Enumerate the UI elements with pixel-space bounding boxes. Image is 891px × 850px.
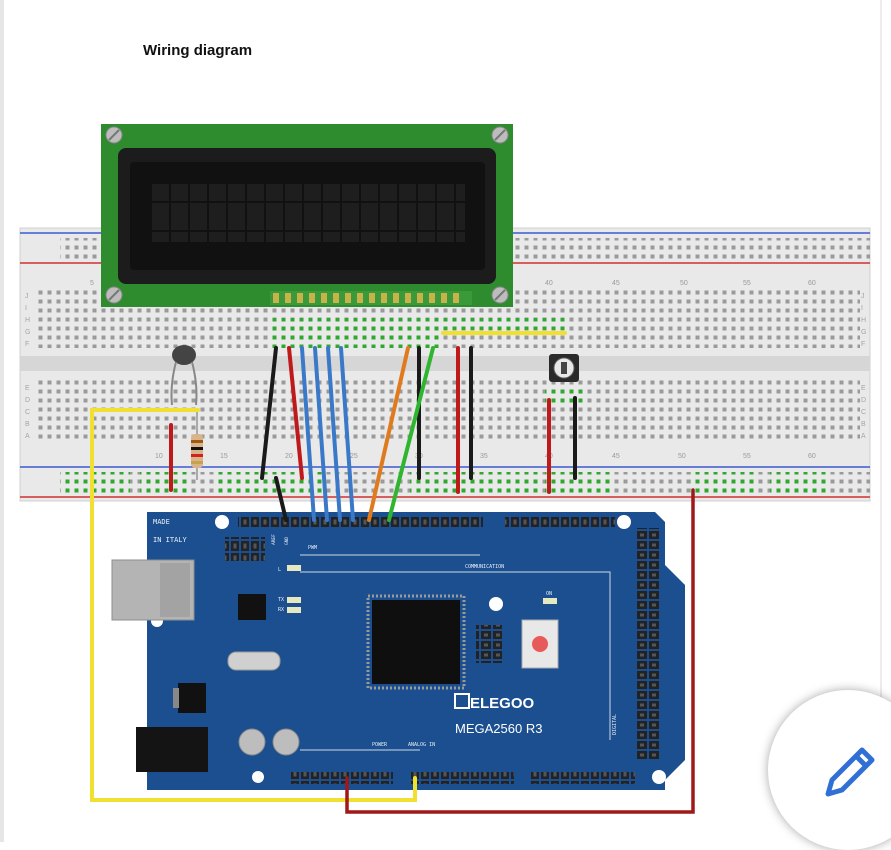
wire-red-2 [287, 346, 304, 480]
board-silkscreen: MADE IN ITALY PWM COMMUNICATION POWER AN… [153, 518, 618, 748]
pwm-label: PWM [308, 545, 317, 551]
svg-text:5: 5 [90, 280, 94, 287]
power-label: POWER [372, 742, 388, 748]
svg-text:50: 50 [678, 453, 686, 460]
aref-label: AREF [271, 534, 277, 545]
svg-text:A: A [25, 433, 30, 440]
wire-orange [367, 346, 410, 522]
breadboard: 5 40 45 50 55 60 10 15 20 25 30 35 40 45… [19, 227, 871, 502]
column-numbers-top: 5 40 45 50 55 60 [90, 280, 816, 287]
wire-blue-1 [300, 346, 316, 522]
made-label: MADE [153, 518, 170, 526]
svg-text:10: 10 [155, 453, 163, 460]
svg-text:45: 45 [612, 280, 620, 287]
page-right-border [880, 0, 882, 842]
svg-text:F: F [25, 341, 29, 348]
digital-label: DIGITAL [612, 714, 618, 735]
svg-text:35: 35 [480, 453, 488, 460]
wire-blue-4 [339, 346, 355, 522]
svg-text:A: A [861, 433, 866, 440]
svg-text:I: I [25, 305, 27, 312]
svg-text:D: D [25, 397, 30, 404]
svg-text:F: F [861, 341, 865, 348]
rx-label: RX [278, 607, 284, 613]
row-letters-right: J I H G F E D C B A [861, 293, 866, 440]
l-led-label: L [278, 567, 281, 573]
row-letters-left: J I H G F E D C B A [25, 293, 30, 440]
brand-text: ELEGOO [470, 695, 535, 712]
page-left-border [0, 0, 4, 842]
wire-yellow-analog [90, 408, 417, 802]
svg-text:60: 60 [808, 453, 816, 460]
svg-text:H: H [25, 317, 30, 324]
svg-text:J: J [25, 293, 29, 300]
svg-text:J: J [861, 293, 865, 300]
model-text: MEGA2560 R3 [455, 721, 542, 736]
wires [90, 331, 695, 814]
wire-darkred-power [345, 488, 695, 814]
svg-text:C: C [25, 409, 30, 416]
tx-label: TX [278, 597, 284, 603]
svg-text:20: 20 [285, 453, 293, 460]
lcd-module [101, 124, 513, 307]
italy-label: IN ITALY [153, 536, 188, 544]
page-title: Wiring diagram [143, 42, 253, 59]
on-label: ON [546, 591, 552, 597]
resistor [191, 412, 203, 480]
svg-text:B: B [25, 421, 30, 428]
arduino-mega-board: MADE IN ITALY PWM COMMUNICATION POWER AN… [111, 512, 685, 790]
analog-in-label: ANALOG IN [408, 742, 435, 748]
lcd-header-pins [270, 291, 472, 305]
svg-text:50: 50 [680, 280, 688, 287]
svg-text:I: I [861, 305, 863, 312]
svg-text:15: 15 [220, 453, 228, 460]
svg-text:55: 55 [743, 453, 751, 460]
potentiometer [549, 354, 579, 382]
edit-fab-button[interactable] [768, 690, 891, 850]
svg-text:E: E [861, 385, 866, 392]
wire-black-1 [260, 346, 278, 480]
communication-label: COMMUNICATION [465, 564, 504, 570]
svg-text:E: E [25, 385, 30, 392]
pencil-icon [825, 747, 875, 797]
wire-blue-3 [326, 346, 342, 522]
svg-text:45: 45 [612, 453, 620, 460]
svg-text:D: D [861, 397, 866, 404]
svg-text:40: 40 [545, 280, 553, 287]
svg-text:H: H [861, 317, 866, 324]
svg-text:G: G [25, 329, 30, 336]
elegoo-logo: ELEGOO MEGA2560 R3 [454, 693, 542, 736]
thermistor [170, 345, 198, 406]
svg-text:G: G [861, 329, 866, 336]
svg-text:C: C [861, 409, 866, 416]
svg-text:60: 60 [808, 280, 816, 287]
gnd-label: GND [284, 537, 290, 545]
wire-black-gnd [274, 476, 288, 522]
svg-text:55: 55 [743, 280, 751, 287]
svg-text:B: B [861, 421, 866, 428]
wire-green [387, 346, 435, 522]
svg-text:25: 25 [350, 453, 358, 460]
wire-blue-2 [313, 346, 329, 522]
